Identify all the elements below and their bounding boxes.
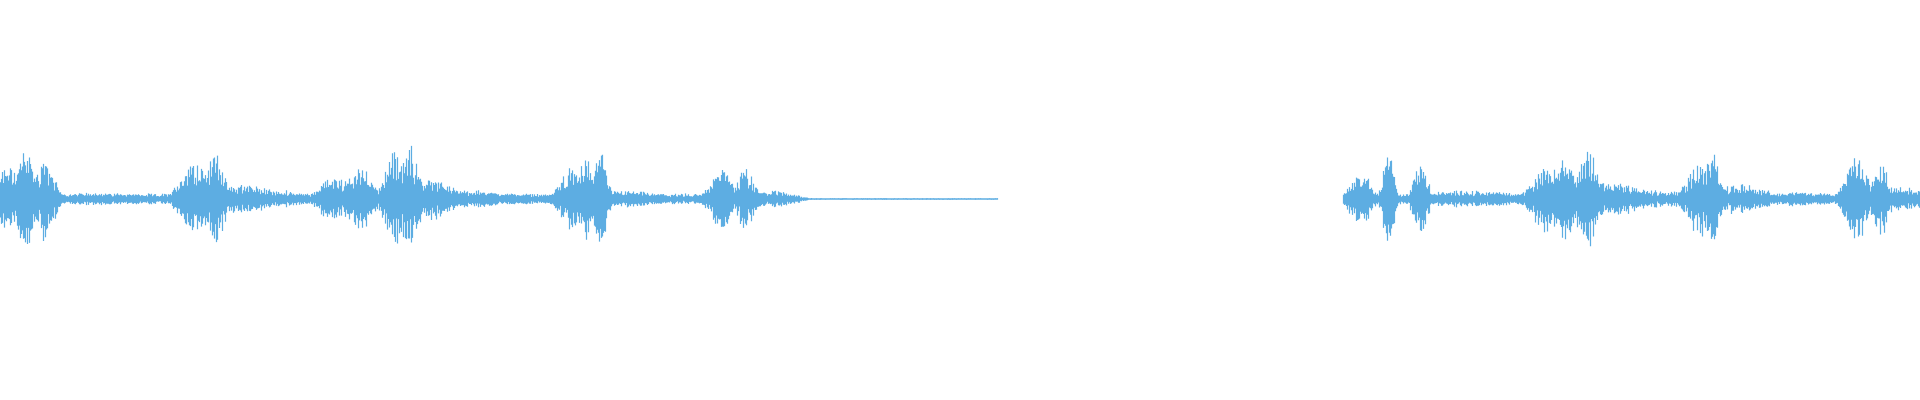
waveform-segment-left — [0, 145, 999, 244]
waveform-segment-right — [1342, 151, 1920, 247]
